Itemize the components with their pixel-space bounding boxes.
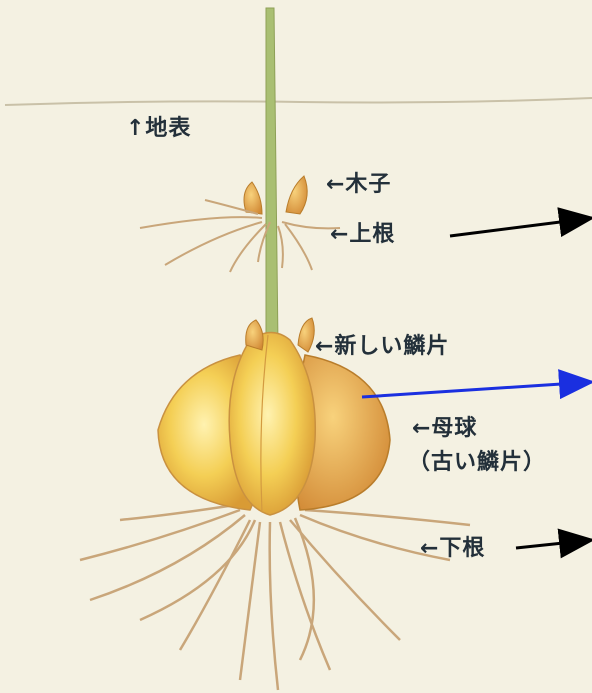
label-upper-root: ←上根: [330, 224, 395, 246]
stem: [266, 8, 278, 345]
label-ground: ↑地表: [126, 118, 191, 140]
label-bulbil: ←木子: [326, 174, 391, 196]
pointer-arrow-mother-bulb: [362, 382, 592, 397]
lower-roots: [80, 505, 470, 690]
ground-line: [5, 98, 592, 105]
label-mother-bulb: ←母球: [412, 418, 477, 440]
upper-roots: [140, 200, 340, 272]
pointer-arrow-lower-root: [516, 540, 592, 548]
label-old-scale: （古い鱗片）: [408, 452, 546, 474]
label-new-scale: ←新しい鱗片: [315, 336, 449, 358]
label-lower-root: ←下根: [420, 538, 485, 560]
pointer-arrow-upper-root: [450, 218, 592, 236]
